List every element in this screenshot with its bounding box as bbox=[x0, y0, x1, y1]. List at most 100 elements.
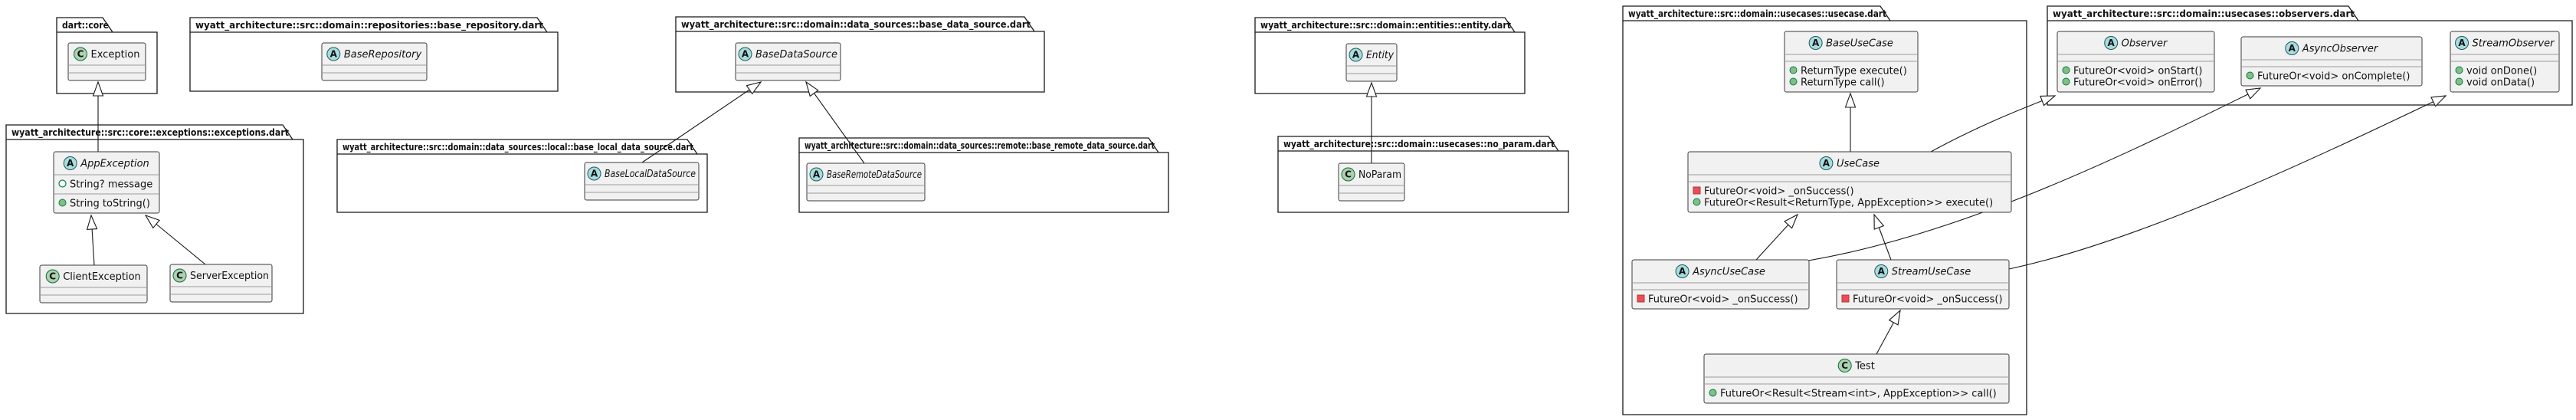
package-base-data-source: wyatt_architecture::src::domain::data_so… bbox=[675, 16, 1045, 93]
edge-baselocaldatasource-extends-basedatasource bbox=[641, 81, 762, 163]
class-box bbox=[169, 264, 273, 303]
package-label: wyatt_architecture::src::domain::usecase… bbox=[2053, 8, 2355, 20]
class-box bbox=[806, 162, 926, 202]
abstract-stereotype-icon bbox=[1874, 264, 1889, 278]
public-visibility-icon bbox=[58, 199, 67, 207]
package-label: wyatt_architecture::src::domain::data_so… bbox=[805, 140, 1155, 152]
public-visibility-icon bbox=[2246, 71, 2254, 80]
edge-baseremotedatasource-extends-basedatasource bbox=[805, 80, 865, 164]
stereotype-letter: A bbox=[67, 158, 74, 169]
package-label: wyatt_architecture::src::domain::entitie… bbox=[1260, 20, 1511, 31]
class-name: StreamUseCase bbox=[1892, 267, 1971, 278]
stereotype-letter: A bbox=[330, 49, 338, 60]
class-methods-text: ReturnType execute() bbox=[1801, 66, 1907, 77]
class-name: BaseRepository bbox=[344, 49, 422, 61]
class-fields-text: String? message bbox=[70, 179, 152, 191]
class-methods-text: void onData() bbox=[2466, 77, 2535, 89]
class-methods-text: ReturnType call() bbox=[1801, 77, 1885, 89]
class-name: StreamObserver bbox=[2473, 38, 2556, 50]
edge-asyncusecase-extends-asyncobserver bbox=[1807, 87, 2262, 261]
class-methods-text: FutureOr<void> _onSuccess() bbox=[1704, 186, 1854, 198]
public-visibility-icon bbox=[1789, 66, 1798, 74]
stereotype-letter: A bbox=[1812, 38, 1820, 48]
stereotype-letter: A bbox=[1823, 158, 1830, 169]
abstract-stereotype-icon bbox=[326, 47, 341, 61]
class-name: Test bbox=[1854, 361, 1875, 372]
public-visibility-icon bbox=[1709, 389, 1717, 397]
edge-streamusecase-extends-streamobserver bbox=[2008, 95, 2447, 270]
public-visibility-icon bbox=[2455, 66, 2463, 74]
class-stereotype-icon bbox=[1341, 167, 1355, 182]
stereotype-letter: A bbox=[2108, 38, 2116, 48]
stereotype-letter: C bbox=[49, 271, 56, 282]
stereotype-letter: A bbox=[742, 49, 749, 60]
package-label: wyatt_architecture::src::domain::data_so… bbox=[342, 142, 693, 153]
stereotype-letter: C bbox=[1841, 360, 1848, 371]
abstract-stereotype-icon bbox=[587, 166, 601, 181]
abstract-stereotype-icon bbox=[1819, 156, 1834, 170]
abstract-stereotype-icon bbox=[63, 156, 77, 170]
class-name: Observer bbox=[2122, 38, 2168, 50]
abstract-stereotype-icon bbox=[1675, 264, 1689, 278]
class-baserepository: A BaseRepository bbox=[321, 42, 428, 81]
class-name: AppException bbox=[80, 159, 149, 170]
class-box bbox=[1703, 353, 2010, 404]
package-label: wyatt_architecture::src::core::exception… bbox=[11, 127, 289, 139]
class-box bbox=[1338, 162, 1405, 202]
class-methods-text: FutureOr<void> onStart() bbox=[2073, 66, 2203, 77]
class-stereotype-icon bbox=[1837, 359, 1852, 372]
abstract-stereotype-icon bbox=[809, 167, 824, 182]
package-label: dart::core bbox=[62, 20, 109, 31]
field-visibility-icon bbox=[58, 179, 67, 188]
class-name: BaseLocalDataSource bbox=[605, 169, 696, 180]
stereotype-letter: A bbox=[1679, 266, 1686, 277]
stereotype-letter: A bbox=[2289, 43, 2296, 54]
stereotype-letter: C bbox=[1345, 169, 1352, 180]
class-name: BaseRemoteDataSource bbox=[827, 169, 922, 181]
class-methods-text: FutureOr<void> _onSuccess() bbox=[1648, 294, 1798, 306]
class-name: Entity bbox=[1366, 50, 1394, 61]
class-methods-text: FutureOr<void> onComplete() bbox=[2257, 71, 2410, 83]
private-visibility-icon bbox=[1693, 186, 1701, 195]
abstract-stereotype-icon bbox=[1349, 48, 1363, 62]
edge-test-extends-streamusecase bbox=[1876, 309, 1901, 355]
edge-usecase-extends-observer bbox=[1930, 95, 2057, 153]
private-visibility-icon bbox=[1841, 294, 1850, 303]
class-box bbox=[321, 42, 428, 81]
abstract-stereotype-icon bbox=[738, 47, 752, 61]
public-visibility-icon bbox=[2455, 77, 2463, 86]
edge-serverexception-extends-appexception bbox=[144, 214, 206, 265]
abstract-stereotype-icon bbox=[1808, 36, 1823, 50]
class-box bbox=[584, 162, 700, 201]
package-label: wyatt_architecture::src::domain::reposit… bbox=[195, 20, 543, 31]
class-box bbox=[39, 264, 148, 304]
class-entity: A Entity bbox=[1345, 43, 1398, 82]
class-methods-text: FutureOr<void> _onSuccess() bbox=[1853, 294, 2003, 306]
stereotype-letter: C bbox=[176, 271, 183, 281]
public-visibility-icon bbox=[1693, 198, 1701, 206]
stereotype-letter: A bbox=[813, 169, 821, 180]
stereotype-letter: A bbox=[1352, 50, 1360, 61]
class-name: ServerException bbox=[190, 271, 269, 282]
class-name: BaseUseCase bbox=[1826, 38, 1893, 50]
edge-asyncusecase-extends-usecase bbox=[1755, 213, 1799, 261]
abstract-stereotype-icon bbox=[2285, 41, 2299, 55]
abstract-stereotype-icon bbox=[2455, 36, 2469, 50]
private-visibility-icon bbox=[1637, 294, 1645, 303]
edge-streamusecase-extends-usecase bbox=[1873, 213, 1892, 261]
public-visibility-icon bbox=[2062, 77, 2070, 86]
package-label: wyatt_architecture::src::domain::usecase… bbox=[1628, 8, 1886, 20]
class-name: Exception bbox=[91, 49, 140, 61]
